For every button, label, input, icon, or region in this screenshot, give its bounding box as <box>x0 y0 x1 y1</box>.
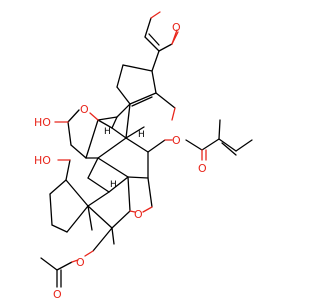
acetate-carbonyl-oxygen: O <box>53 288 62 300</box>
hydroxyl-upper: HO <box>34 116 51 129</box>
ring-fusion-h-3: H <box>110 180 117 190</box>
oxygen-labels: O O HO O O O HO O O <box>34 21 207 300</box>
hydrogen-labels: H H H <box>104 127 145 190</box>
thf-oxygen: O <box>134 208 143 221</box>
hydroxyl-lower: HO <box>34 154 51 167</box>
ring-fusion-h-2: H <box>138 130 145 140</box>
furan-oxygen: O <box>172 21 181 34</box>
molecule-structure: H H H O O HO O O O HO O O <box>34 11 253 300</box>
oxygen-bonds <box>54 11 207 263</box>
carbon-skeleton-bonds <box>40 17 253 288</box>
ring-oxygen: O <box>80 103 89 116</box>
acetate-oxygen: O <box>76 256 85 269</box>
ester-carbonyl-oxygen: O <box>198 162 207 175</box>
ester-oxygen: O <box>172 134 181 147</box>
ring-fusion-h-1: H <box>104 127 111 137</box>
